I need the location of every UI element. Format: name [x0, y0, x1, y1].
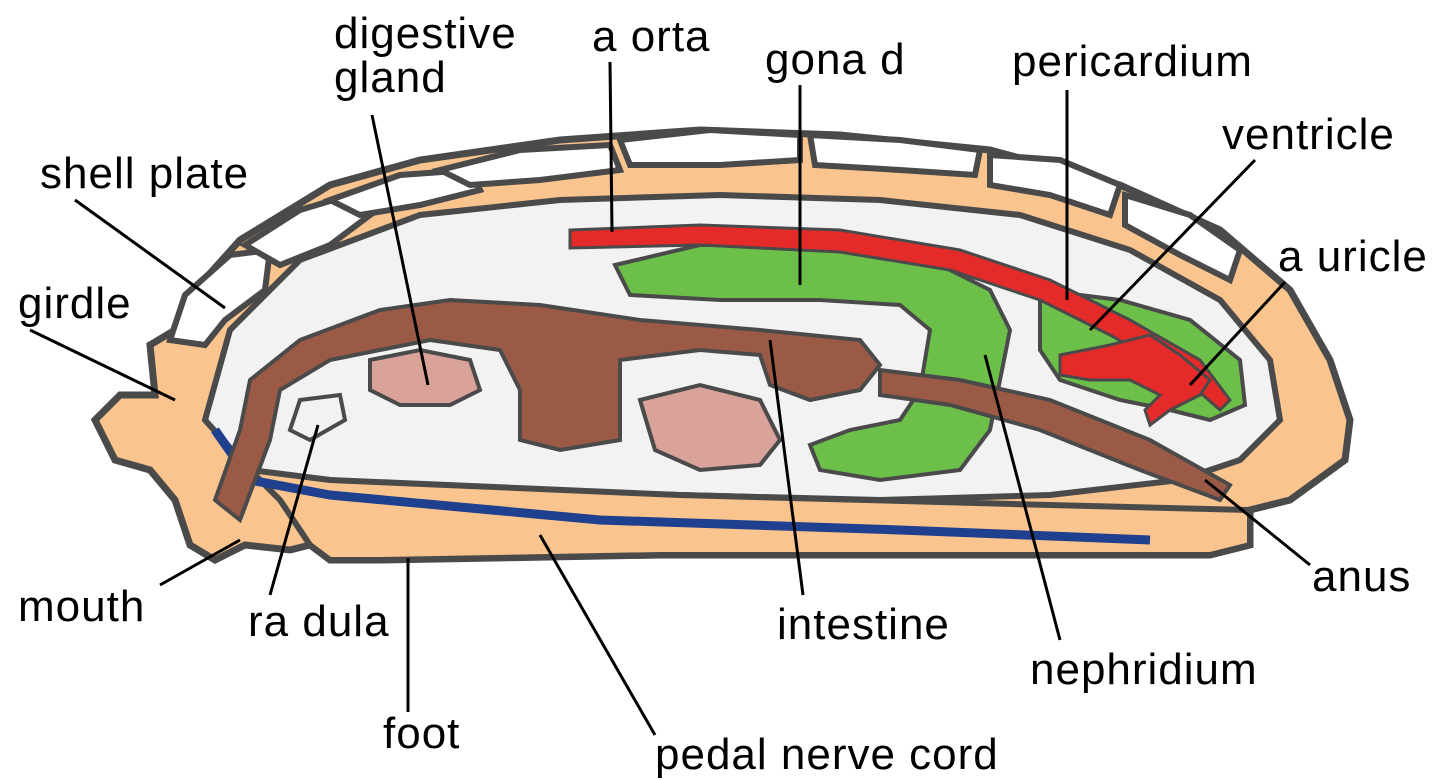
label-anus: anus [1312, 555, 1411, 599]
label-mouth: mouth [18, 585, 145, 629]
label-intestine: intestine [777, 603, 950, 647]
label-digestive-gland-line1: digestive [334, 12, 517, 56]
label-aorta: a orta [592, 15, 711, 59]
label-auricle: a uricle [1278, 235, 1428, 279]
leader-aorta [610, 62, 612, 232]
label-radula: ra dula [248, 600, 390, 644]
label-digestive-gland: digestive gland [334, 12, 517, 100]
label-nephridium: nephridium [1030, 648, 1258, 692]
label-ventricle: ventricle [1222, 113, 1395, 157]
shell-plate-6 [810, 135, 980, 175]
label-pedal-nerve-cord: pedal nerve cord [655, 733, 999, 777]
label-gonad: gona d [765, 38, 906, 82]
label-foot: foot [383, 712, 460, 756]
shell-plate-5 [620, 130, 800, 165]
label-pericardium: pericardium [1012, 40, 1253, 84]
label-digestive-gland-line2: gland [334, 56, 517, 100]
label-girdle: girdle [18, 282, 132, 326]
leader-pedal-nerve-cord [540, 535, 655, 735]
label-shell-plate: shell plate [40, 152, 249, 196]
